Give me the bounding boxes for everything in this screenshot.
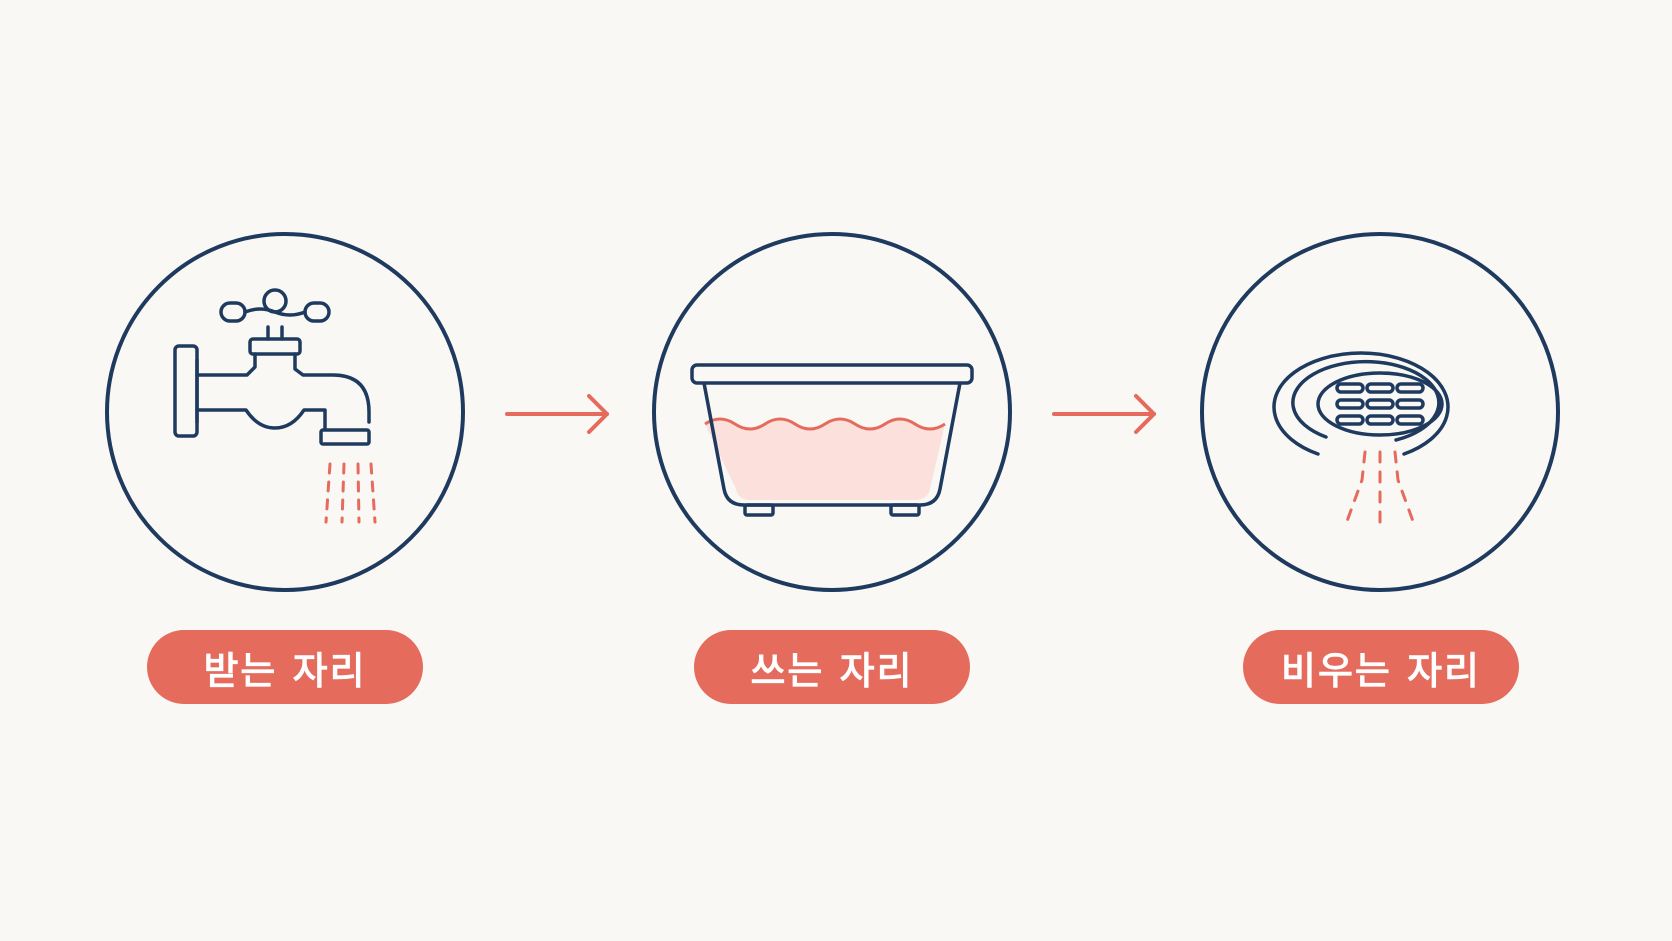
drain-icon [1200,232,1560,592]
stage-label-use: 쓰는 자리 [694,630,970,704]
bathtub-icon [652,232,1012,592]
faucet-icon [105,232,465,592]
arrow-right-icon [1052,394,1156,434]
arrow-right-icon [505,394,609,434]
stage-label-receive: 받는 자리 [147,630,423,704]
stage-label-empty: 비우는 자리 [1243,630,1519,704]
